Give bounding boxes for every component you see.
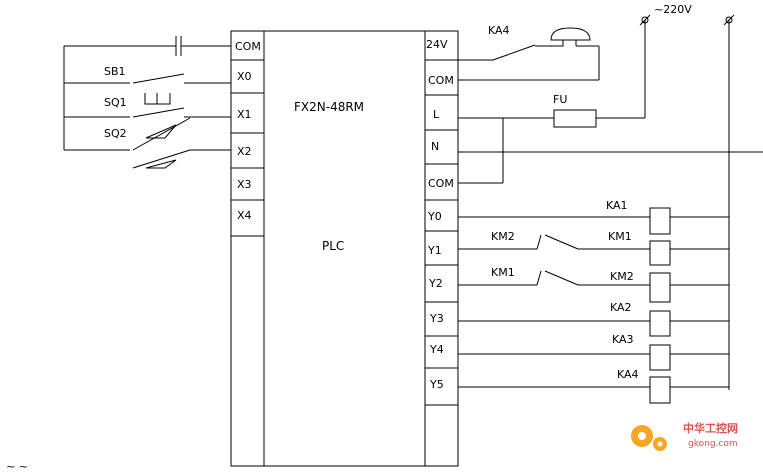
terminal-x1: X1 [237, 108, 252, 121]
fu-label: FU [553, 93, 567, 106]
km2-coil-label: KM2 [610, 270, 634, 283]
plc-model: FX2N-48RM [294, 100, 364, 114]
ka2-coil-label: KA2 [610, 301, 632, 314]
terminal-y4: Y4 [429, 343, 444, 356]
terminal-com-out-1: COM [428, 74, 454, 87]
terminal-x2: X2 [237, 145, 252, 158]
terminal-n: N [431, 140, 439, 153]
ka4-contact-24v [458, 40, 564, 61]
input-terminal-strip [230, 30, 265, 467]
km2-contact-label: KM2 [491, 230, 515, 243]
fuse-fu [458, 20, 646, 128]
watermark-url: gkong.com [688, 439, 738, 449]
y2-km2-circuit [458, 270, 729, 303]
watermark-logo [631, 425, 667, 451]
terminal-x0: X0 [237, 70, 252, 83]
y4-ka3-circuit [458, 344, 729, 371]
watermark-cn: 中华工控网 [683, 421, 738, 435]
sq1-label: SQ1 [104, 96, 127, 109]
terminal-com-in: COM [235, 40, 261, 53]
terminal-y1: Y1 [427, 244, 442, 257]
sq2-limit-switch-b [132, 149, 191, 169]
y5-ka4-circuit [458, 376, 729, 404]
terminal-x3: X3 [237, 178, 252, 191]
sq2-label: SQ2 [104, 127, 127, 140]
y1-km1-circuit [458, 234, 729, 266]
terminal-y3: Y3 [429, 312, 444, 325]
corner-text: ~ ~ [6, 460, 28, 473]
terminal-x4: X4 [237, 209, 252, 222]
y3-ka2-circuit [458, 310, 729, 337]
terminal-l: L [433, 108, 440, 121]
sb1-label: SB1 [104, 65, 126, 78]
km1-coil-label: KM1 [608, 230, 632, 243]
y0-ka1-circuit [458, 207, 729, 235]
terminal-24v: 24V [426, 38, 448, 51]
km1-contact-label: KM1 [491, 266, 515, 279]
plc-label: PLC [322, 239, 344, 253]
ka1-coil-label: KA1 [606, 199, 628, 212]
supply-terminals [639, 14, 735, 390]
ka4-contact-label: KA4 [488, 24, 510, 37]
sb1-pushbutton [64, 73, 231, 84]
ka3-coil-label: KA3 [612, 333, 634, 346]
sq2-limit-switch-a [64, 117, 231, 151]
com-input-wire [64, 36, 231, 56]
supply-label: ~220V [654, 3, 692, 16]
terminal-y5: Y5 [429, 378, 444, 391]
alarm-bell [550, 27, 600, 80]
terminal-com-out-2: COM [428, 177, 454, 190]
com2-wire [458, 118, 504, 184]
plc-body [263, 30, 426, 467]
sq1-limit-switch [64, 93, 231, 118]
terminal-y2: Y2 [428, 277, 443, 290]
terminal-y0: Y0 [427, 210, 442, 223]
ka4-coil-label: KA4 [617, 368, 639, 381]
